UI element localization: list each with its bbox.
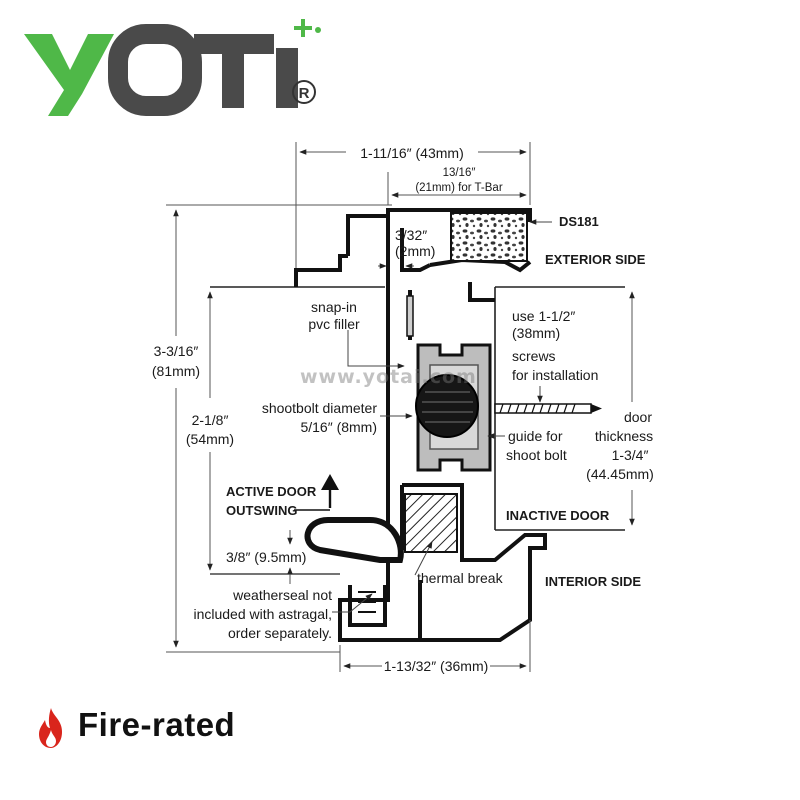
- label-screws-1: use 1-1/2″: [512, 308, 575, 324]
- dim-seal-offset: 3/8″ (9.5mm): [226, 549, 306, 565]
- label-screws-2: (38mm): [512, 325, 560, 341]
- label-thermal-break: thermal break: [417, 570, 504, 586]
- label-door-4: (44.45mm): [586, 466, 654, 482]
- label-snapin-1: snap-in: [311, 299, 357, 315]
- svg-text:R: R: [299, 85, 310, 102]
- dim-tbar-2: (21mm) for T-Bar: [415, 182, 502, 194]
- label-active-door-2: OUTSWING: [226, 503, 298, 518]
- dim-height-inner-1: 2-1/8″: [192, 412, 229, 428]
- label-screws-4: for installation: [512, 367, 598, 383]
- label-inactive-door: INACTIVE DOOR: [506, 508, 610, 523]
- dim-height-total-1: 3-3/16″: [154, 343, 199, 359]
- leader-lines: [332, 219, 552, 613]
- dim-height-inner-2: (54mm): [186, 431, 234, 447]
- label-screws-3: screws: [512, 348, 556, 364]
- label-door-2: thickness: [595, 428, 653, 444]
- registered-mark: R: [292, 80, 316, 104]
- label-active-door-1: ACTIVE DOOR: [226, 484, 317, 499]
- dim-tbar-1: 13/16″: [443, 167, 476, 179]
- dim-gap-2: (2mm): [395, 243, 435, 259]
- product-code: DS181: [559, 214, 599, 229]
- logo-mark: [24, 19, 321, 116]
- label-guide-2: shoot bolt: [506, 447, 567, 463]
- snapin-pvc-filler: [406, 295, 414, 337]
- weatherseal: [304, 517, 404, 627]
- dim-height-total-2: (81mm): [152, 363, 200, 379]
- brand-logo: R: [24, 19, 321, 116]
- dim-bottom-width: 1-13/32″ (36mm): [384, 658, 489, 674]
- shootbolt: [415, 374, 479, 438]
- label-shootbolt-2: 5/16″ (8mm): [300, 419, 377, 435]
- label-weatherseal-1: weatherseal not: [232, 587, 332, 603]
- label-weatherseal-2: included with astragal,: [193, 606, 332, 622]
- label-guide-1: guide for: [508, 428, 563, 444]
- dim-overall-width: 1-11/16″ (43mm): [360, 145, 464, 161]
- label-exterior-side: EXTERIOR SIDE: [545, 252, 646, 267]
- installation-screw: [494, 403, 602, 414]
- dimension-lines: [166, 142, 635, 672]
- label-snapin-2: pvc filler: [308, 316, 360, 332]
- label-door-3: 1-3/4″: [612, 447, 649, 463]
- label-interior-side: INTERIOR SIDE: [545, 574, 641, 589]
- outswing-arrow-icon: [294, 474, 339, 511]
- ds181-foam-strip: [450, 212, 528, 262]
- label-weatherseal-3: order separately.: [228, 625, 332, 641]
- fire-rated-label: Fire-rated: [78, 706, 236, 743]
- dim-gap-1: 3/32″: [395, 227, 427, 243]
- label-door-1: door: [624, 409, 652, 425]
- label-shootbolt-1: shootbolt diameter: [262, 400, 378, 416]
- flame-icon: [39, 708, 62, 748]
